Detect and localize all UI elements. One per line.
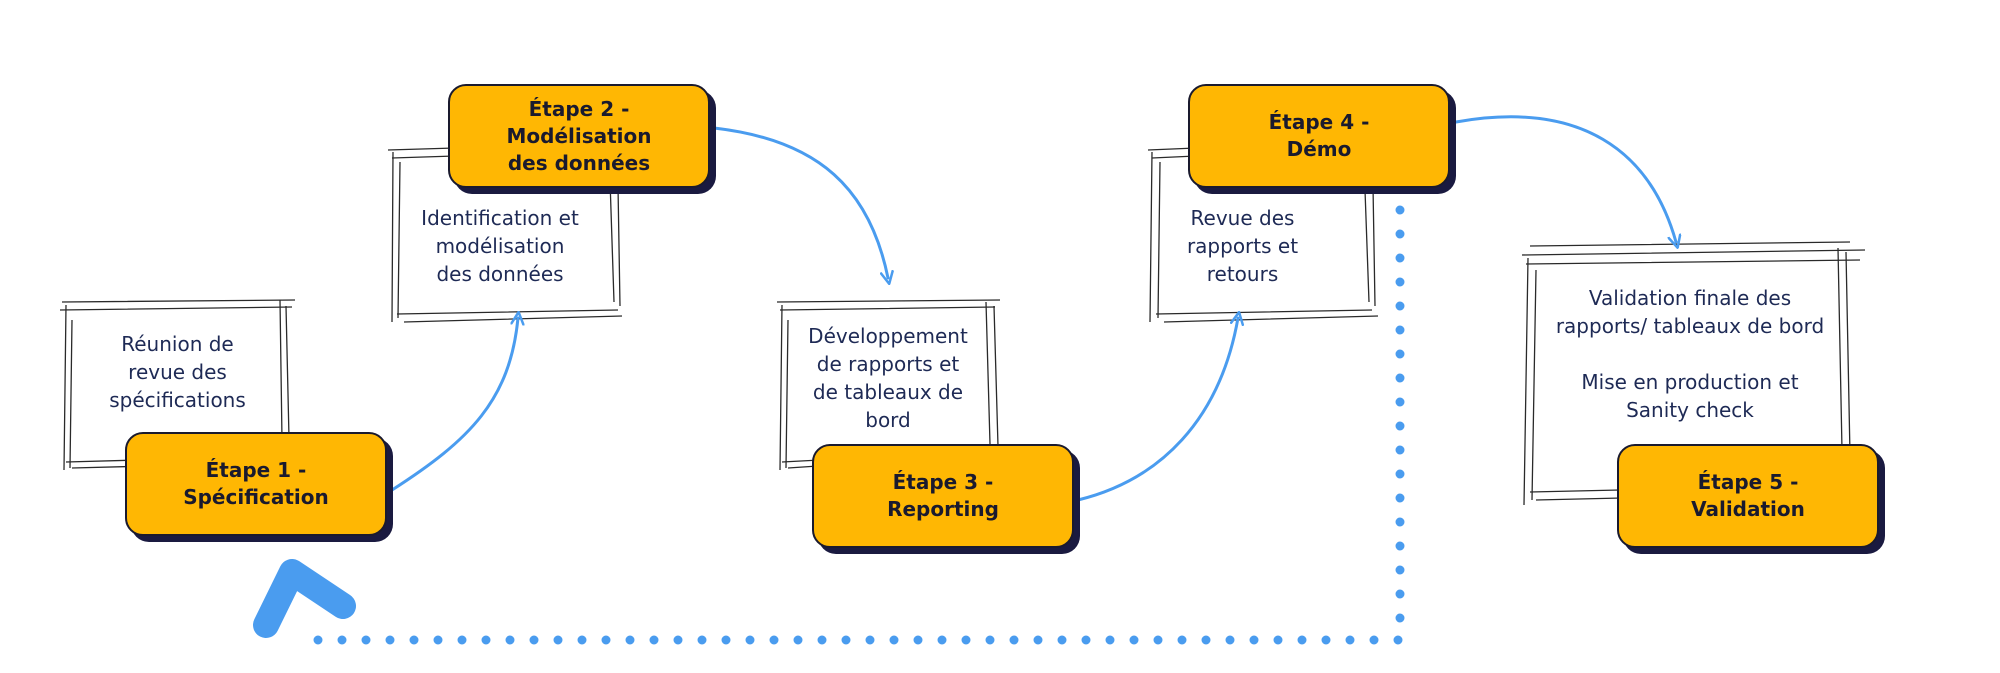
arrow-step1-to-step2: [390, 318, 518, 492]
note-frame-5: [1521, 241, 1866, 506]
arrow-step2-to-step3: [712, 126, 888, 278]
step-5-box[interactable]: Étape 5 - Validation: [1617, 444, 1879, 548]
step-3-box[interactable]: Étape 3 - Reporting: [812, 444, 1074, 548]
feedback-loop-dotted-line: [295, 205, 1405, 645]
step-5-note: Validation finale des rapports/ tableaux…: [1555, 286, 1825, 422]
step-4-note: Revue des rapports et retours: [1186, 206, 1299, 286]
step-2-note: Identification et modélisation des donné…: [421, 206, 579, 286]
feedback-loop-arrowhead: [253, 559, 356, 638]
arrow-step3-to-step4: [1076, 318, 1238, 502]
step-1-note: Réunion de revue des spécifications: [109, 332, 246, 412]
step-2-box[interactable]: Étape 2 - Modélisation des données: [448, 84, 710, 188]
arrow-step4-to-step5: [1454, 115, 1676, 242]
step-3-note: Développement de rapports et de tableaux…: [808, 324, 968, 432]
step-4-box[interactable]: Étape 4 - Démo: [1188, 84, 1450, 188]
note-frame-4: [1147, 147, 1379, 323]
note-frame-1: [59, 299, 296, 471]
step-1-box[interactable]: Étape 1 - Spécification: [125, 432, 387, 536]
